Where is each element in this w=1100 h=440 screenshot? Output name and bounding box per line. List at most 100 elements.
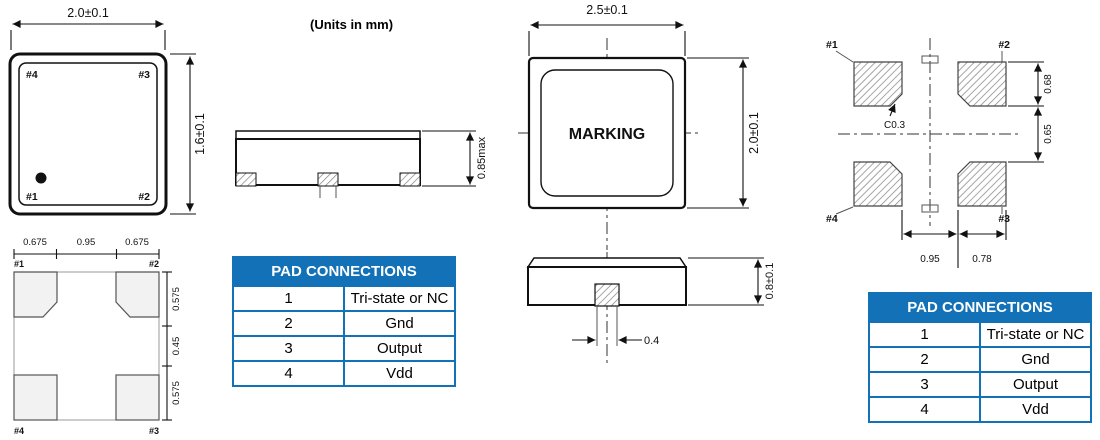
pkg1-top-view: 2.0±0.1 #4 #3 #1 #2 1.6±0.1 (8, 6, 207, 216)
land1-pads (13, 271, 160, 421)
land2-pin4-label: #4 (826, 213, 838, 225)
pad-function: Tri-state or NC (979, 321, 1092, 348)
pad-function: Output (979, 371, 1092, 398)
side1-pad-extension-lines (319, 186, 337, 198)
pad-number: 1 (232, 285, 345, 312)
side2-lid (526, 257, 688, 268)
pad-function: Vdd (979, 396, 1092, 423)
pkg1-pin1-label: #1 (26, 191, 38, 203)
table-row: 2 Gnd (868, 346, 1092, 373)
side2-pad-extension-lines (596, 306, 618, 346)
land1-dim-top-left: 0.675 (23, 237, 47, 248)
pad-function: Gnd (979, 346, 1092, 373)
pkg2-height-dimension (687, 57, 749, 209)
pad-connections-table-1: PAD CONNECTIONS 1 Tri-state or NC 2 Gnd … (232, 256, 456, 387)
table-row: 4 Vdd (868, 396, 1092, 423)
pad-function: Tri-state or NC (343, 285, 456, 312)
table-row: 2 Gnd (232, 310, 456, 337)
land2-top-tab (921, 55, 939, 64)
pkg1-pin3-label: #3 (138, 69, 150, 81)
pkg1-width-dimension (10, 19, 166, 50)
pkg2-width-dimension (528, 20, 686, 56)
land2-pin-leaders (835, 50, 1003, 215)
land1-pin4-label: #4 (14, 426, 24, 436)
pkg1-height-dimension (170, 53, 196, 215)
pkg2-marking-text: MARKING (569, 126, 645, 143)
pad-number: 2 (232, 310, 345, 337)
pad-number: 3 (868, 371, 981, 398)
land2-pin3-label: #3 (998, 213, 1010, 225)
pkg1-height-label: 1.6±0.1 (193, 113, 207, 155)
land2-chamfer-leader (888, 103, 896, 117)
land1-pad-tl (13, 271, 58, 318)
table-row: 1 Tri-state or NC (232, 285, 456, 312)
pad-number: 3 (232, 335, 345, 362)
pad-number: 4 (868, 396, 981, 423)
land1-pad-br (115, 374, 160, 421)
table1-header-row: PAD CONNECTIONS (232, 256, 456, 287)
land2-dim-gap: 0.65 (1043, 124, 1054, 144)
pkg2-top-view: 2.5±0.1 MARKING 2.0±0.1 (518, 3, 761, 250)
land1-pin1-label: #1 (14, 259, 24, 269)
land2-bottom-dimensions (901, 210, 1007, 268)
table2-header: PAD CONNECTIONS (868, 292, 1092, 323)
pkg2-side-view: 0.4 0.8±0.1 (526, 252, 776, 364)
side1-pad-center (317, 172, 339, 187)
side1-pad-right (399, 172, 421, 187)
table-row: 3 Output (232, 335, 456, 362)
land1-dim-side-bot: 0.575 (171, 381, 182, 405)
land2-pad-1 (853, 61, 903, 107)
pkg2-body-outer (527, 56, 687, 210)
land2-pad-2 (957, 61, 1007, 107)
side1-pad-left (235, 172, 257, 187)
pkg1-pin1-dot (35, 172, 47, 184)
pkg1-body-inner (18, 62, 158, 206)
side1-height-label: 0.85max (476, 136, 488, 179)
land2-chamfer-label: C0.3 (884, 120, 906, 131)
table1-header: PAD CONNECTIONS (232, 256, 456, 287)
land1-pin3-label: #3 (149, 426, 159, 436)
pkg2-height-label: 2.0±0.1 (747, 112, 761, 154)
side2-height-dimension (688, 257, 764, 306)
pkg1-side-view: 0.85max (235, 130, 488, 198)
land1-side-dimension (162, 271, 172, 421)
pad-connections-table-2: PAD CONNECTIONS 1 Tri-state or NC 2 Gnd … (868, 292, 1092, 423)
land2-bottom-tab (921, 204, 939, 213)
pkg2-width-label: 2.5±0.1 (586, 3, 628, 17)
land1-pad-bl (13, 374, 58, 421)
units-note: (Units in mm) (310, 17, 394, 32)
table-row: 3 Output (868, 371, 1092, 398)
land1-pin2-label: #2 (149, 259, 159, 269)
land2-pin2-label: #2 (998, 39, 1010, 51)
land2-pad-4 (853, 161, 903, 207)
side1-lid (235, 130, 421, 140)
side2-center-pad (594, 283, 620, 307)
pad-number: 4 (232, 360, 345, 387)
land1-dim-side-top: 0.575 (171, 287, 182, 311)
side2-pad-width-label: 0.4 (644, 335, 659, 347)
pkg1-pin2-label: #2 (138, 191, 150, 203)
table-row: 4 Vdd (232, 360, 456, 387)
pad-function: Output (343, 335, 456, 362)
land2-pin1-label: #1 (826, 39, 838, 51)
land2-pads (853, 61, 1007, 207)
land1-dim-side-mid: 0.45 (171, 337, 182, 356)
pad-function: Gnd (343, 310, 456, 337)
land-pattern-1: 0.675 0.95 0.675 #1 #2 #4 #3 0.575 (13, 237, 182, 436)
land2-dim-pad-height: 0.68 (1043, 74, 1054, 94)
land2-right-dimensions (1008, 61, 1044, 163)
land1-dim-top-right: 0.675 (125, 237, 149, 248)
side1-pads (235, 172, 421, 187)
pkg1-pin4-label: #4 (26, 69, 38, 81)
land2-pad-3 (957, 161, 1007, 207)
pad-number: 1 (868, 321, 981, 348)
land-pattern-2: #1 #2 #4 #3 C0.3 (826, 38, 1054, 268)
land2-dim-bottom-right: 0.78 (972, 254, 992, 265)
pad-function: Vdd (343, 360, 456, 387)
land1-top-dimension (13, 249, 160, 259)
land2-dim-bottom-left: 0.95 (920, 254, 940, 265)
table2-header-row: PAD CONNECTIONS (868, 292, 1092, 323)
table-row: 1 Tri-state or NC (868, 321, 1092, 348)
pkg1-width-label: 2.0±0.1 (67, 6, 109, 20)
